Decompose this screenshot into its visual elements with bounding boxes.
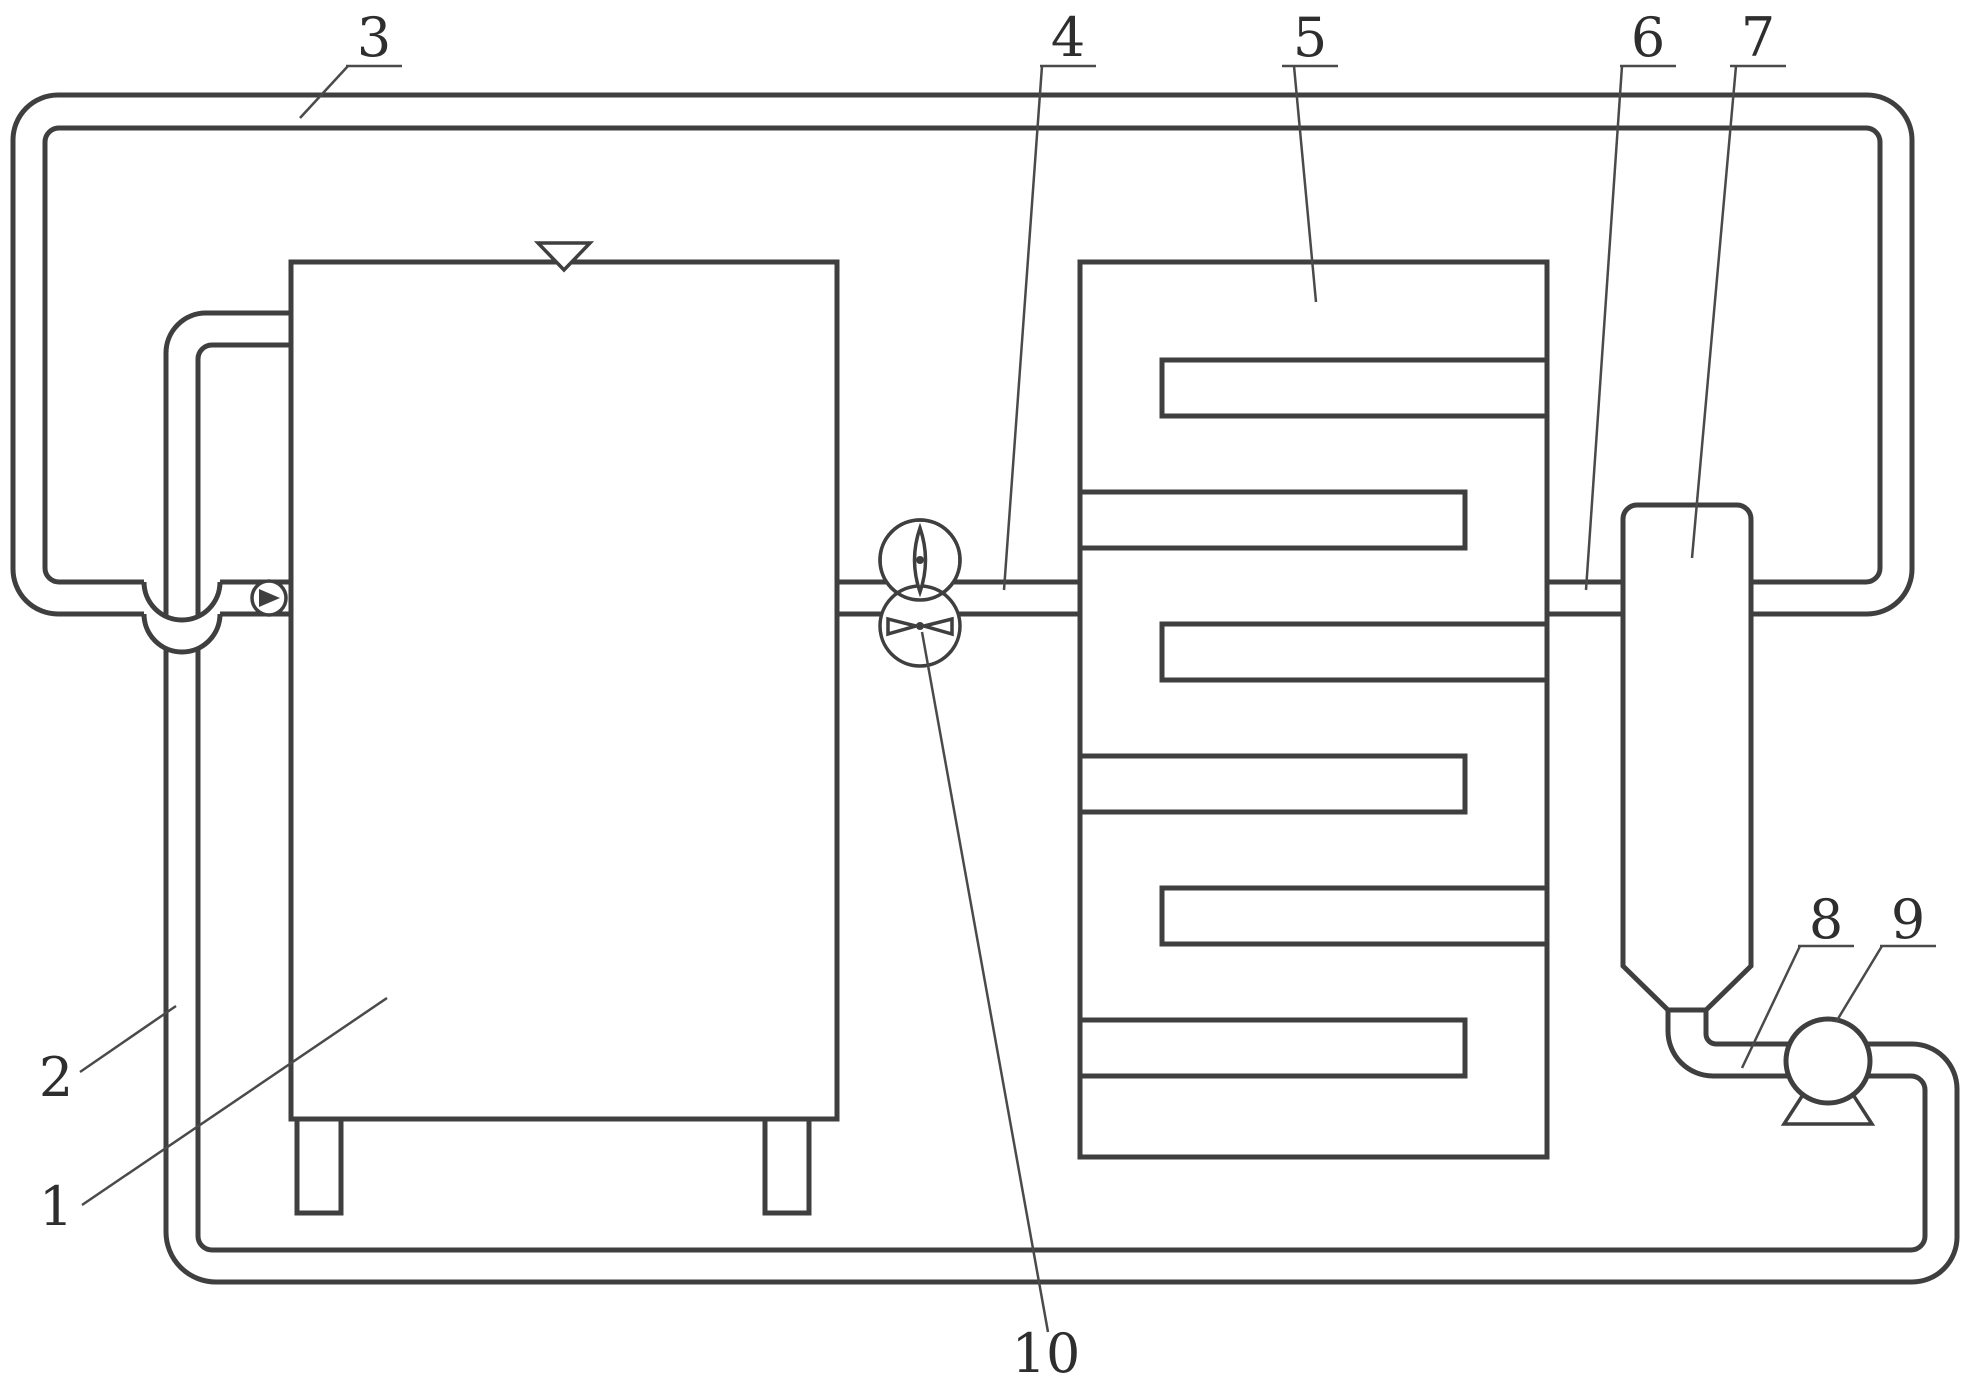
label-7-leader-line (1690, 65, 1738, 559)
label-1-leader-line (81, 996, 388, 1207)
label-6-text: 6 (1631, 6, 1665, 69)
label-5-leader-line (1292, 65, 1318, 303)
fan-propeller-left-blade-icon (886, 616, 923, 637)
baffle-plate-5 (1159, 885, 1550, 947)
label-4-text: 4 (1051, 6, 1085, 69)
baffle-plate-2 (1077, 489, 1468, 551)
label-6-leader-line (1584, 65, 1624, 591)
label-2-leader-line (79, 1004, 177, 1074)
baffle-plate-4 (1077, 753, 1468, 815)
label-3-text: 3 (357, 6, 391, 69)
fan-upper-housing-outline (878, 518, 962, 602)
top-loop-pipe (10, 92, 1915, 617)
outlet-connecting-pipe (1547, 579, 1623, 617)
label-1-text: 1 (39, 1175, 73, 1238)
return-pipe-inner-line (195, 342, 1928, 1253)
fan-propeller-right-blade-icon (917, 616, 954, 637)
label-10-leader-line (920, 631, 1050, 1333)
fan-upper-hub (916, 556, 924, 564)
pipe-crossover-dip (141, 581, 223, 655)
label-7-text: 7 (1741, 6, 1775, 69)
check-valve-symbol (250, 579, 288, 617)
top-loop-inner-line (42, 125, 1883, 585)
label-9-text: 9 (1891, 888, 1925, 951)
elbow-pipe (1665, 1010, 1717, 1079)
label-8-leader-line (1740, 945, 1802, 1069)
label-9-leader-line (1834, 945, 1884, 1023)
label-9: 9 (1834, 888, 1936, 1023)
reference-labels: 3 4 5 6 7 8 9 (39, 6, 1936, 1385)
label-10: 10 (920, 631, 1081, 1385)
label-10-text: 10 (1012, 1322, 1081, 1385)
level-indicator-icon (533, 241, 595, 273)
label-5: 5 (1282, 6, 1338, 303)
label-8-text: 8 (1809, 888, 1843, 951)
label-8: 8 (1740, 888, 1854, 1069)
cyclone-separator (1620, 502, 1754, 1013)
elbow-inner-line (1703, 1010, 1717, 1047)
label-7: 7 (1690, 6, 1786, 559)
heat-exchanger (1077, 259, 1550, 1160)
label-2: 2 (39, 1004, 177, 1109)
top-loop-outer-line (10, 92, 1915, 617)
tank-leg-left (294, 1116, 344, 1216)
tank-body (288, 259, 840, 1122)
baffle-plate-1 (1159, 357, 1550, 419)
crossover-dip-lower-arc (141, 613, 223, 655)
storage-tank (288, 241, 840, 1216)
label-3: 3 (299, 6, 402, 119)
return-pipe-outer-line (163, 310, 1960, 1285)
middle-connecting-pipe (837, 579, 1080, 617)
label-2-text: 2 (39, 1046, 73, 1109)
pump-housing (1783, 1016, 1873, 1106)
baffle-plate-3 (1159, 621, 1550, 683)
label-3-leader-line (299, 65, 349, 119)
valve-arrow-icon (259, 589, 280, 607)
cyclone-body (1620, 502, 1754, 1013)
crossover-dip-upper-arc (141, 581, 223, 623)
elbow-outer-line (1665, 1010, 1714, 1079)
label-5-text: 5 (1293, 6, 1327, 69)
label-6: 6 (1584, 6, 1676, 591)
circulation-pump (1780, 1016, 1876, 1126)
fan-lower-hub (916, 622, 924, 630)
inline-fan-pump (878, 518, 962, 668)
left-return-pipe (163, 310, 1960, 1285)
label-4: 4 (1002, 6, 1096, 591)
label-4-leader-line (1002, 65, 1044, 591)
label-1: 1 (39, 996, 388, 1238)
baffle-plate-6 (1077, 1017, 1468, 1079)
crossover-dip-fill (144, 582, 220, 652)
tank-leg-right (762, 1116, 812, 1216)
